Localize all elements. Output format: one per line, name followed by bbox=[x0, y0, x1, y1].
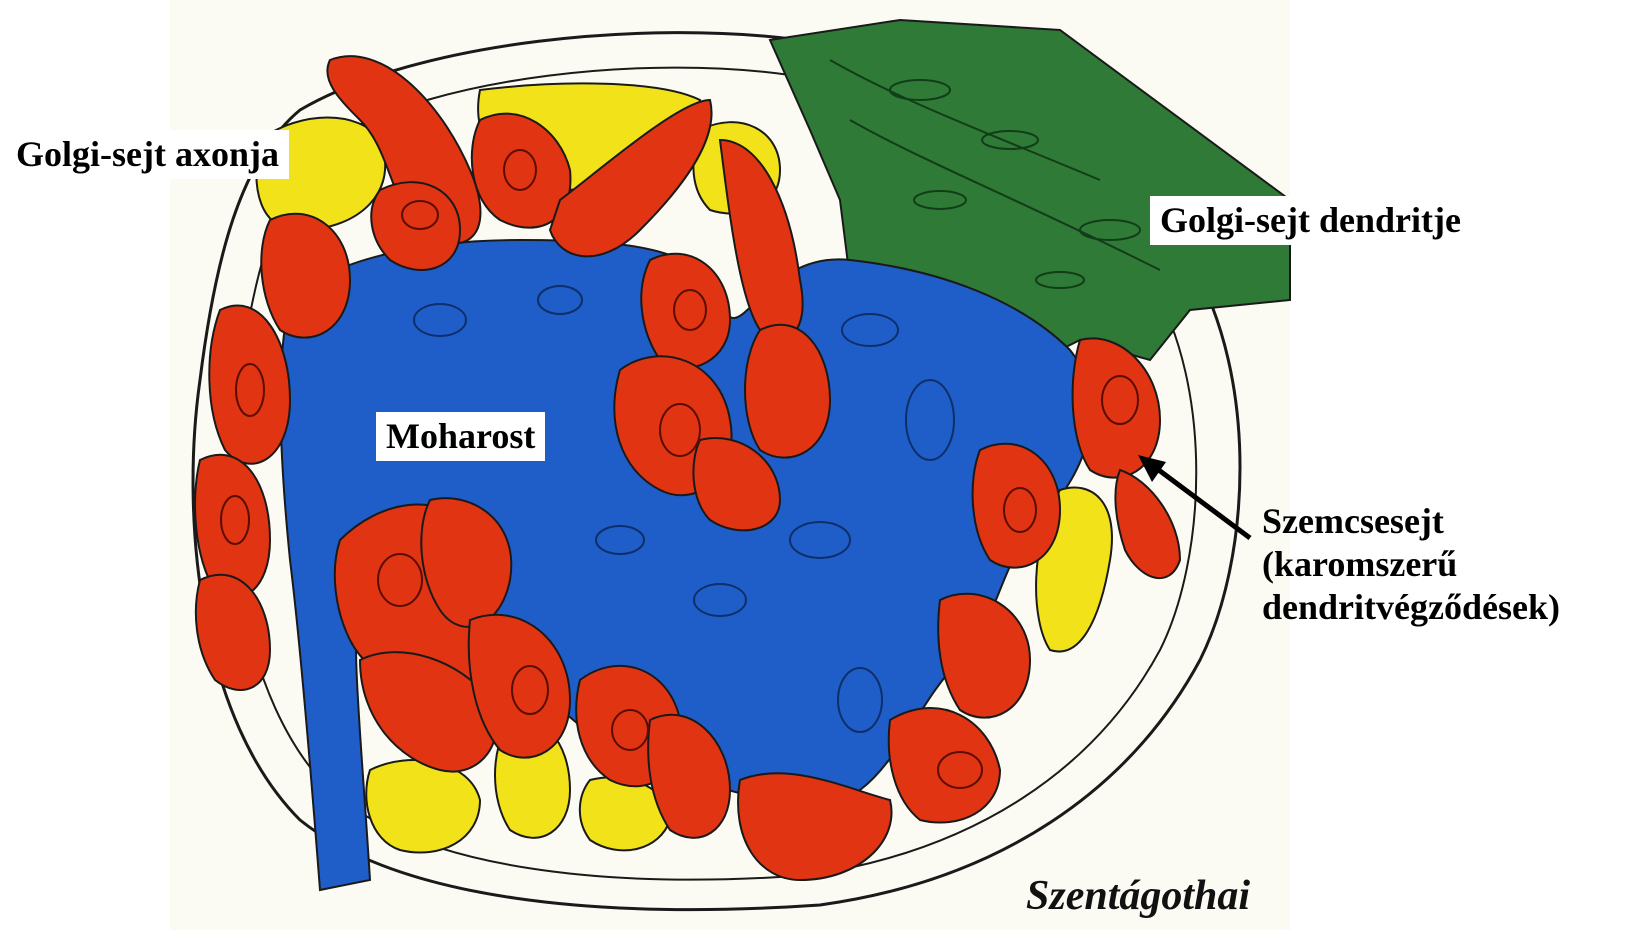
golgi-dendrite-label: Golgi-sejt dendritje bbox=[1150, 196, 1471, 245]
granule-cell-label-line1: Szemcsesejt bbox=[1262, 500, 1560, 543]
golgi-axon-label: Golgi-sejt axonja bbox=[6, 130, 289, 179]
granule-cell-label-line3: dendritvégződések) bbox=[1262, 586, 1560, 629]
granule-cell-label: Szemcsesejt (karomszerű dendritvégződése… bbox=[1262, 500, 1560, 630]
granule-cell-label-line2: (karomszerű bbox=[1262, 543, 1560, 586]
mossy-fiber-label: Moharost bbox=[376, 412, 545, 461]
author-credit: Szentágothai bbox=[1020, 872, 1256, 920]
